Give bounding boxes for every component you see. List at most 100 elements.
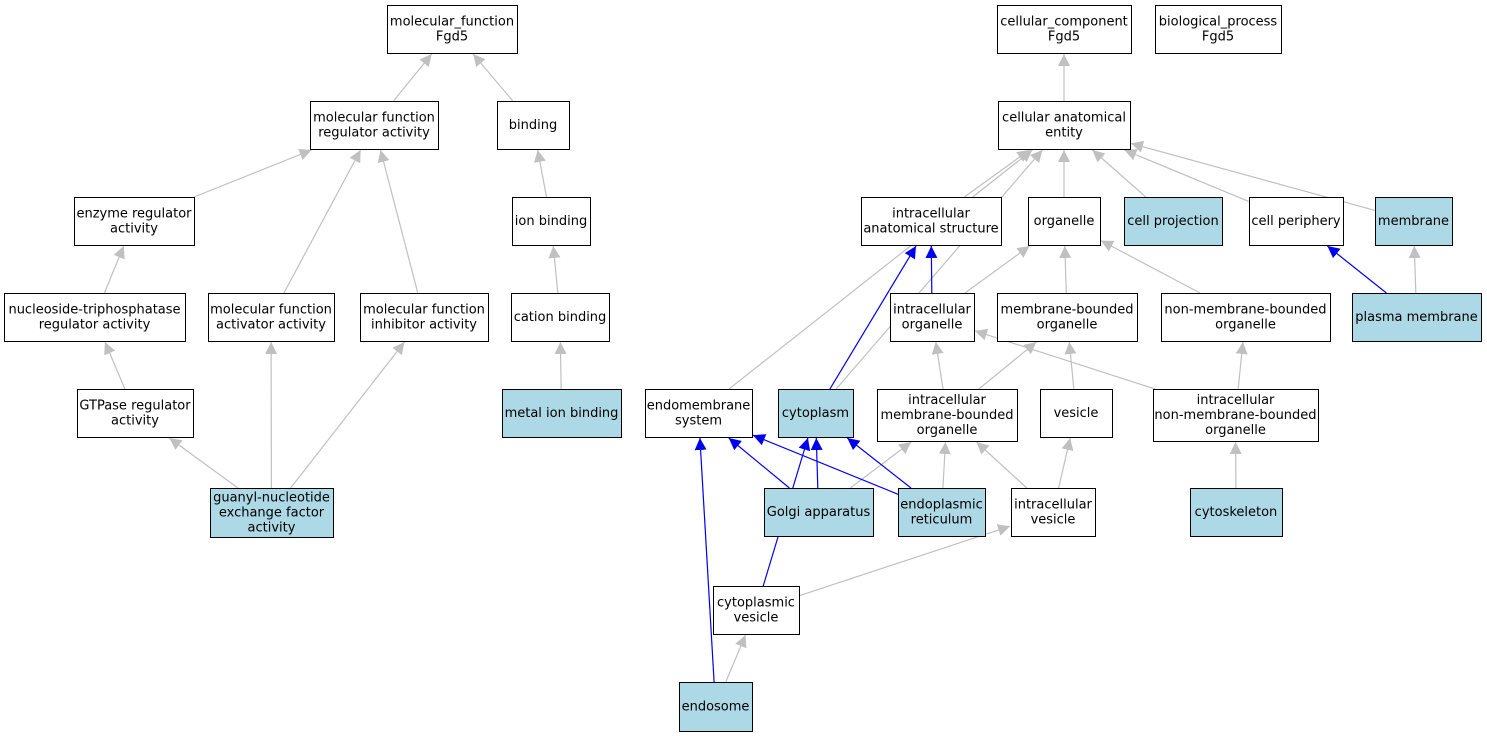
node-label-line: organelle [1205, 423, 1266, 438]
node-box[interactable] [1352, 293, 1482, 342]
edge-endosome-to-endomem [694, 437, 715, 683]
node-cation-binding[interactable]: cation binding [511, 293, 610, 342]
edge-line [728, 149, 1033, 390]
edge-line [978, 341, 1037, 390]
edge-enz_reg-to-mf_reg [193, 148, 312, 198]
node-endosome[interactable]: endosome [679, 682, 753, 732]
node-label-line: non-membrane-bounded [1164, 303, 1326, 318]
node-box[interactable] [898, 488, 986, 537]
node-golgi[interactable]: Golgi apparatus [764, 488, 874, 537]
node-label-line: vesicle [734, 611, 779, 626]
node-box[interactable] [1124, 197, 1223, 246]
edge-cyto_vesicle-to-ic_vesicle [798, 524, 1011, 597]
node-ic-nmb-org[interactable]: intracellularnon-membrane-boundedorganel… [1153, 389, 1319, 442]
node-box[interactable] [210, 488, 334, 538]
node-box[interactable] [208, 293, 335, 342]
node-box[interactable] [360, 293, 489, 342]
node-label-line: regulator activity [318, 126, 430, 141]
node-cytoskeleton[interactable]: cytoskeleton [1190, 488, 1283, 537]
node-box[interactable] [1040, 389, 1113, 438]
edge-line [1064, 341, 1077, 390]
node-cytoplasm[interactable]: cytoplasm [778, 389, 854, 438]
node-box[interactable] [512, 197, 591, 246]
node-binding[interactable]: binding [497, 101, 570, 150]
node-label-line: entity [1045, 126, 1083, 141]
node-label-line: plasma membrane [1355, 310, 1478, 325]
node-label-line: molecular function [210, 303, 332, 318]
edge-line [1327, 245, 1387, 294]
node-organelle[interactable]: organelle [1028, 197, 1101, 246]
node-box[interactable] [4, 293, 186, 342]
node-box[interactable] [764, 488, 874, 537]
node-box[interactable] [1153, 389, 1319, 442]
edge-gef-to-mf_inh [290, 341, 405, 489]
node-box[interactable] [502, 389, 622, 438]
node-box[interactable] [890, 293, 975, 342]
node-box[interactable] [1161, 293, 1331, 342]
node-box[interactable] [1155, 5, 1282, 54]
node-cell-proj[interactable]: cell projection [1124, 197, 1223, 246]
node-label-line: molecular_function [390, 15, 514, 30]
edge-cytoplasm-to-ias [829, 245, 917, 390]
node-box[interactable] [497, 101, 570, 150]
node-metal-ion[interactable]: metal ion binding [502, 389, 622, 438]
node-box[interactable] [310, 101, 439, 150]
node-box[interactable] [998, 101, 1131, 150]
node-vesicle[interactable]: vesicle [1040, 389, 1113, 438]
node-ion-binding[interactable]: ion binding [512, 197, 591, 246]
edge-ic_org-to-organelle [964, 245, 1030, 294]
node-box[interactable] [1011, 488, 1096, 537]
edge-line [725, 634, 747, 683]
node-label-line: intracellular [892, 207, 970, 222]
node-box[interactable] [387, 5, 518, 54]
edge-line [168, 437, 239, 489]
node-box[interactable] [861, 197, 1002, 246]
edge-vesicle-to-mb_org [1064, 341, 1077, 390]
edge-line [925, 245, 938, 294]
node-box[interactable] [74, 197, 195, 246]
node-box[interactable] [511, 293, 610, 342]
node-box[interactable] [778, 389, 854, 438]
node-box[interactable] [1190, 488, 1283, 537]
node-label-line: endomembrane [647, 399, 751, 414]
node-box[interactable] [645, 389, 753, 438]
node-label-line: cytoskeleton [1195, 505, 1278, 520]
edge-binding-to-mf_root [472, 53, 514, 102]
node-plasma-mem[interactable]: plasma membrane [1352, 293, 1482, 342]
edge-line [931, 341, 944, 390]
node-box[interactable] [997, 293, 1138, 342]
node-box[interactable] [1028, 197, 1101, 246]
node-membrane[interactable]: membrane [1375, 197, 1453, 246]
node-box[interactable] [713, 586, 800, 635]
node-box[interactable] [997, 5, 1132, 54]
node-box[interactable] [77, 389, 194, 438]
node-box[interactable] [1249, 197, 1344, 246]
node-cell-periph[interactable]: cell periphery [1249, 197, 1344, 246]
node-box[interactable] [877, 389, 1018, 442]
edge-nmb_org-to-organelle [1100, 240, 1201, 294]
node-box[interactable] [679, 682, 753, 732]
node-label-line: vesicle [1031, 513, 1076, 528]
node-box[interactable] [1375, 197, 1453, 246]
edge-er-to-endomem [752, 434, 899, 495]
